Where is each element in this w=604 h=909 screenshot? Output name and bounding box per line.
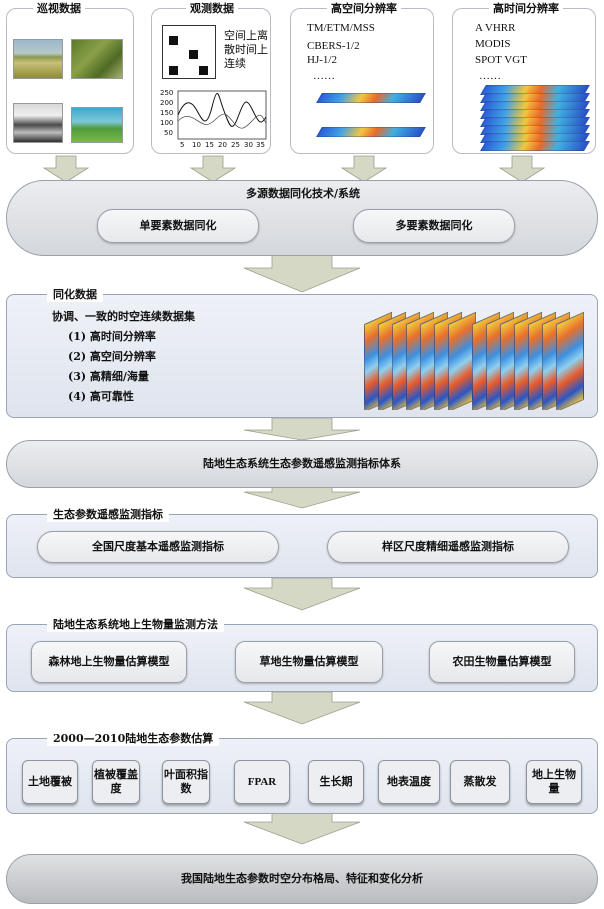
station-point [199,66,208,75]
station-point [169,36,178,45]
sensor-modis: MODIS [475,38,511,50]
biomass-title: 陆地生态系统地上生物量监测方法 [47,617,224,632]
forest-biomass-model: 森林地上生物量估算模型 [31,641,187,683]
param-vegetation-cover: 植被覆盖度 [92,760,140,804]
param-lai: 叶面积指数 [162,760,210,804]
param-fpar: FPAR [234,760,290,804]
time-series-chart-icon [177,90,267,140]
y-tick: 50 [164,129,173,137]
assimilated-data-item: (4) 高可靠性 [68,390,134,403]
estimation-title: 2000—2010陆地生态参数估算 [47,731,220,746]
station-point [169,66,178,75]
indicators-panel: 生态参数遥感监测指标 全国尺度基本遥感监测指标 样区尺度精细遥感监测指标 [6,507,598,578]
cropland-biomass-model: 农田生物量估算模型 [429,641,575,683]
down-arrow-icon [498,155,546,183]
assimilated-data-item: (3) 高精细/海量 [68,370,149,383]
grassland-biomass-model: 草地生物量估算模型 [235,641,383,683]
single-element-assimilation: 单要素数据同化 [97,209,259,243]
assimilated-data-lead: 协调、一致的时空连续数据集 [52,310,195,323]
ellipsis: …… [313,70,335,82]
param-aboveground-biomass: 地上生物量 [526,760,582,804]
assimilated-data-item: (2) 高空间分辨率 [68,350,156,363]
high-temporal-title: 高时间分辨率 [489,2,563,16]
y-tick: 200 [160,99,174,107]
x-tick: 35 [256,141,265,149]
sensor-avhrr: A VHRR [475,22,516,34]
assimilation-system: 多源数据同化技术/系统 单要素数据同化 多要素数据同化 [6,180,598,256]
data-cube-slice [556,311,584,410]
sample-area-indicators: 样区尺度精细遥感监测指标 [327,531,569,563]
patrol-data-title: 巡视数据 [33,2,85,16]
sensor-cbers: CBERS-1/2 [307,40,360,52]
down-arrow-icon [243,485,361,509]
down-arrow-icon [42,155,90,183]
x-tick: 20 [218,141,227,149]
indicator-system: 陆地生态系统生态参数遥感监测指标体系 [6,440,598,488]
data-cube-stack [360,302,588,410]
observation-data-title: 观测数据 [186,2,238,16]
high-spatial-title: 高空间分辨率 [327,2,401,16]
assimilated-data-title: 同化数据 [47,287,103,302]
station-point [189,50,198,59]
biomass-panel: 陆地生态系统地上生物量监测方法 森林地上生物量估算模型 草地生物量估算模型 农田… [6,617,598,692]
down-arrow-icon [243,691,361,725]
y-tick: 100 [160,119,174,127]
patrol-data-box: 巡视数据 [6,2,134,154]
y-tick: 250 [160,89,174,97]
down-arrow-icon [243,809,361,845]
y-tick: 150 [160,109,174,117]
x-tick: 15 [205,141,214,149]
field-photo-2 [71,39,123,79]
down-arrow-icon [340,155,388,183]
high-temporal-box: 高时间分辨率 A VHRR MODIS SPOT VGT …… [452,2,596,154]
field-photo-4 [71,107,123,143]
station-map [162,25,216,79]
sensor-spot: SPOT VGT [475,54,527,66]
assimilated-data-item: (1) 高时间分辨率 [68,330,156,343]
final-analysis: 我国陆地生态参数时空分布格局、特征和变化分析 [6,854,598,904]
x-tick: 10 [192,141,201,149]
observation-data-box: 观测数据 空间上离散时间上连续 250 200 150 100 50 5 10 … [151,2,271,154]
down-arrow-icon [189,155,237,183]
multi-element-assimilation: 多要素数据同化 [353,209,515,243]
sensor-hj: HJ-1/2 [307,54,337,66]
x-tick: 25 [231,141,240,149]
high-spatial-box: 高空间分辨率 TM/ETM/MSS CBERS-1/2 HJ-1/2 …… [290,2,434,154]
sensor-tm: TM/ETM/MSS [307,22,375,34]
national-scale-indicators: 全国尺度基本遥感监测指标 [37,531,279,563]
field-photo-1 [13,39,63,79]
ellipsis: …… [479,70,501,82]
field-photo-3 [13,103,63,143]
indicators-title: 生态参数遥感监测指标 [47,507,169,522]
x-tick: 30 [244,141,253,149]
param-surface-temperature: 地表温度 [378,760,440,804]
observation-note: 空间上离散时间上连续 [224,29,268,70]
x-tick: 5 [180,141,185,149]
assimilation-system-title: 多源数据同化技术/系统 [245,187,361,200]
down-arrow-icon [243,577,361,611]
down-arrow-icon [243,253,361,293]
down-arrow-icon [243,417,361,441]
param-evapotranspiration: 蒸散发 [450,760,510,804]
param-land-cover: 土地覆被 [22,760,78,804]
param-growing-season: 生长期 [308,760,364,804]
